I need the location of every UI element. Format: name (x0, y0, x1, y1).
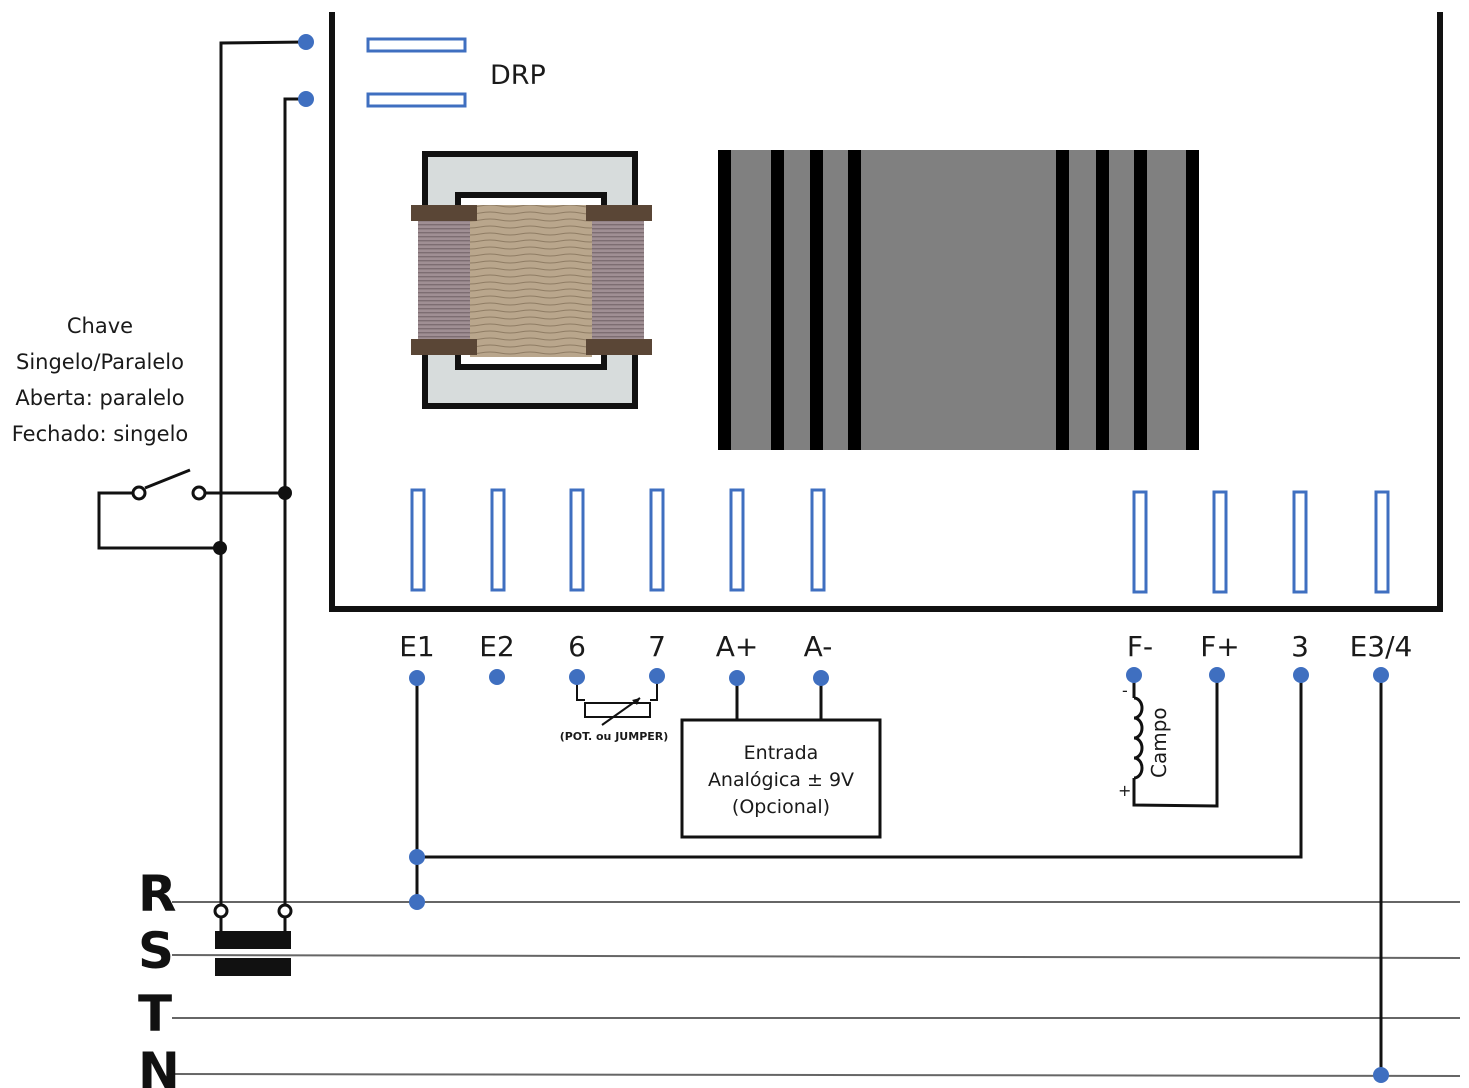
terminal-label-a-minus: A- (804, 630, 833, 663)
field-minus-label: - (1122, 681, 1128, 700)
drp-slot-1 (366, 37, 467, 53)
terminal-3 (1293, 667, 1309, 683)
terminal-label-e3-4: E3/4 (1350, 630, 1413, 663)
phase-line-s (171, 954, 1461, 959)
terminal-label-3: 3 (1291, 630, 1309, 663)
terminal-slots (410, 488, 1390, 594)
terminal-f-plus (1209, 667, 1225, 683)
junction-e1-3 (409, 849, 425, 865)
terminal-label-f-plus: F+ (1200, 630, 1240, 663)
switch-contact-right (191, 485, 207, 501)
transformer-icon (411, 151, 652, 409)
switch-label-line1: Chave (67, 314, 133, 338)
terminal-a-minus (813, 670, 829, 686)
junction-switch-left (213, 541, 227, 555)
phase-label-n: N (138, 1042, 180, 1088)
terminal-e1 (409, 670, 425, 686)
drp-terminal-1 (298, 34, 314, 50)
terminal-label-7: 7 (648, 630, 666, 663)
analog-box-line1: Entrada (744, 742, 819, 764)
analog-input-box (680, 678, 882, 839)
junction-e3-4-n (1373, 1067, 1389, 1083)
switch-contact-left (131, 485, 147, 501)
switch-label-line2: Singelo/Paralelo (16, 350, 184, 374)
pot-label: (POT. ou JUMPER) (560, 730, 669, 743)
terminal-label-f-minus: F- (1127, 630, 1153, 663)
drp-terminal-2 (298, 91, 314, 107)
junction-switch-right (278, 486, 292, 500)
drp-slot-2 (366, 92, 467, 108)
junction-e1-r (409, 894, 425, 910)
terminal-e3-4 (1373, 667, 1389, 683)
analog-box-line3: (Opcional) (732, 796, 830, 818)
phase-label-s: S (138, 922, 174, 980)
terminal-label-e2: E2 (479, 630, 515, 663)
phase-label-r: R (138, 865, 177, 923)
terminal-e2 (489, 669, 505, 685)
terminal-label-6: 6 (568, 630, 586, 663)
supply-tap-r1 (213, 903, 229, 919)
terminal-a-plus (729, 670, 745, 686)
terminal-label-a-plus: A+ (716, 630, 759, 663)
terminal-f-minus (1126, 667, 1142, 683)
potentiometer-icon (576, 678, 658, 726)
switch-label-line3: Aberta: paralelo (15, 386, 184, 410)
field-plus-label: + (1118, 781, 1131, 800)
analog-box-line2: Analógica ± 9V (708, 769, 854, 791)
drp-label: DRP (490, 60, 546, 91)
terminal-label-e1: E1 (399, 630, 435, 663)
supply-tap-r2 (277, 903, 293, 919)
field-label: Campo (1147, 707, 1171, 778)
phase-line-n (171, 1073, 1461, 1077)
heatsink-icon (718, 150, 1199, 450)
module-enclosure (329, 12, 1443, 612)
phase-label-t: T (138, 985, 172, 1043)
terminal-6 (569, 669, 585, 685)
switch-label-line4: Fechado: singelo (12, 422, 189, 446)
terminal-7 (649, 668, 665, 684)
supply-wiring (97, 40, 307, 976)
